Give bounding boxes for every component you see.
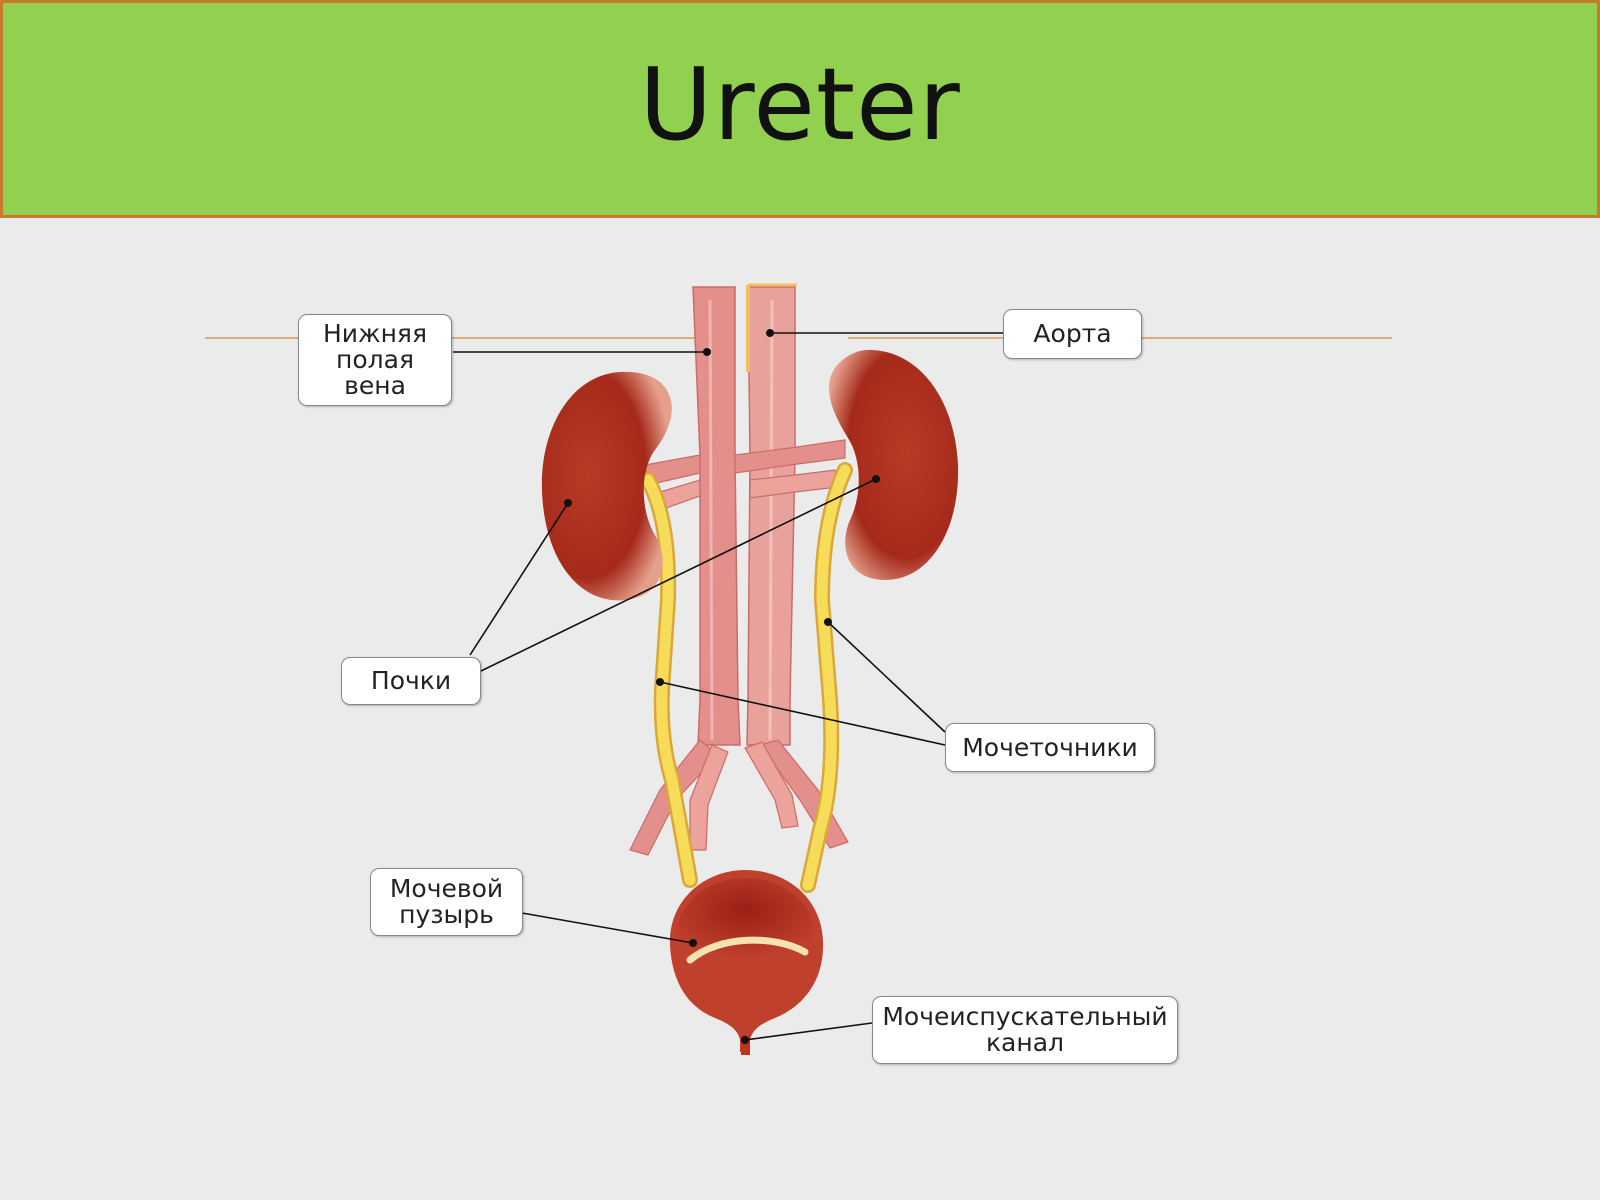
label-inferior-vena-cava: Нижняя полая вена bbox=[298, 314, 452, 406]
label-ureters: Мочеточники bbox=[945, 723, 1155, 772]
left-kidney bbox=[541, 371, 672, 601]
ureters bbox=[640, 462, 853, 893]
right-kidney bbox=[829, 349, 959, 580]
aorta bbox=[746, 283, 797, 746]
renal-vessels bbox=[644, 439, 846, 513]
label-aorta: Аорта bbox=[1003, 309, 1142, 359]
label-urethra: Мочеиспускательный канал bbox=[872, 996, 1178, 1064]
leader-lines bbox=[453, 332, 1003, 1041]
inferior-vena-cava bbox=[692, 286, 741, 746]
urethra bbox=[741, 1035, 750, 1055]
slide-title: Ureter bbox=[639, 45, 961, 163]
title-bar: Ureter bbox=[0, 0, 1600, 218]
label-bladder: Мочевой пузырь bbox=[370, 868, 523, 936]
bladder bbox=[669, 870, 824, 1055]
label-kidneys: Почки bbox=[341, 657, 481, 705]
leader-dots bbox=[564, 329, 880, 1044]
